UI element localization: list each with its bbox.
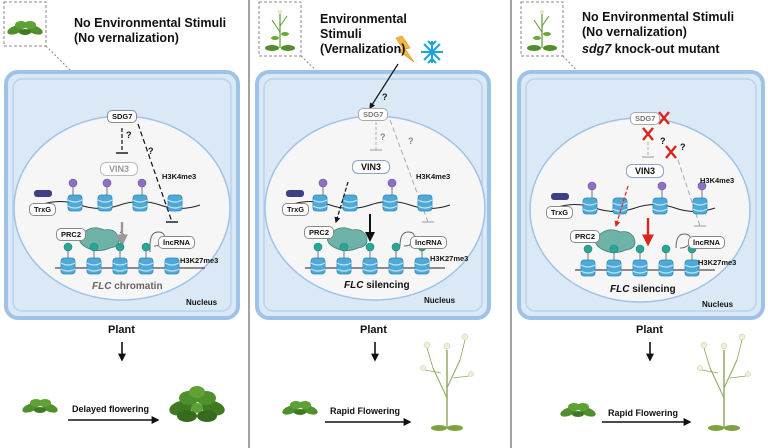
outcome-label: Delayed flowering [72, 404, 150, 414]
panel-3-title-line3: sdg7 knock-out mutant [582, 42, 720, 56]
panel-2-graphics [255, 1, 491, 432]
small-rosette-icon [559, 403, 597, 419]
prc2-label: PRC2 [304, 226, 335, 239]
flc-caption: FLC chromatin [92, 281, 163, 292]
trxg-icon [34, 190, 52, 197]
vin3-label: VIN3 [352, 160, 391, 174]
h3k27me3-label: H3K27me3 [698, 258, 737, 267]
h3k27me3-label: H3K27me3 [430, 254, 469, 263]
question-mark: ? [408, 136, 414, 146]
plant-label: Plant [360, 324, 387, 336]
knockout-x-icon [642, 111, 677, 159]
flc-caption: FLC silencing [344, 280, 410, 291]
panel-3-title-line2: (No vernalization) [582, 25, 687, 39]
panel-1-graphics [3, 1, 240, 424]
vin3-label: VIN3 [626, 164, 665, 178]
plant-label: Plant [636, 324, 663, 336]
h3k27me3-label: H3K27me3 [180, 256, 219, 265]
plant-thumbnail-frame [258, 1, 302, 57]
outcome-label: Rapid Flowering [608, 408, 679, 418]
plant-label: Plant [108, 324, 135, 336]
vin3-label: VIN3 [100, 162, 139, 176]
flowering-plant-icon [696, 333, 752, 432]
outcome-label: Rapid Flowering [330, 406, 401, 416]
small-rosette-icon [281, 401, 319, 417]
lncrna-label: lncRNA [158, 236, 196, 249]
prc2-label: PRC2 [570, 230, 601, 243]
sdg7-label: SDG7 [107, 110, 138, 123]
prc2-icon [327, 227, 368, 251]
sdg7-label: SDG7 [358, 108, 389, 121]
question-mark: ? [148, 146, 154, 156]
question-mark: ? [380, 132, 386, 142]
trxg-icon [286, 190, 304, 197]
flc-caption: FLC silencing [610, 284, 676, 295]
flowering-plant-icon [419, 333, 475, 432]
large-rosette-icon [167, 386, 227, 422]
lightning-icon [395, 35, 415, 63]
bolting-thumbnail-icon [264, 9, 296, 52]
question-mark: ? [126, 130, 132, 140]
h3k4me3-label: H3K4me3 [162, 172, 197, 181]
panel-1-title-line2: (No vernalization) [74, 31, 179, 45]
bolting-thumbnail-icon [526, 9, 558, 52]
sdg7-label: SDG7 [630, 112, 661, 125]
trxg-label: TrxG [29, 203, 57, 216]
small-rosette-icon [21, 399, 59, 415]
trxg-icon [551, 193, 569, 200]
lncrna-label: lncRNA [688, 236, 726, 249]
panel-1-title-line1: No Environmental Stimuli [74, 16, 227, 30]
prc2-icon [595, 229, 636, 253]
trxg-label: TrxG [546, 206, 574, 219]
nucleus-label: Nucleus [424, 296, 456, 305]
panel-2-title-line3: (Vernalization) [320, 42, 406, 56]
question-mark: ? [660, 136, 666, 146]
panel-3-title-line1: No Environmental Stimuli [582, 10, 735, 24]
h3k4me3-label: H3K4me3 [416, 172, 451, 181]
panel-3-graphics [517, 1, 765, 432]
panel-2-title-line1: Environmental [320, 12, 407, 26]
trxg-label: TrxG [282, 203, 310, 216]
question-mark: ? [680, 142, 686, 152]
h3k4me3-label: H3K4me3 [700, 176, 735, 185]
plant-thumbnail-frame [3, 1, 47, 47]
panel-2-title-line2: Stimuli [320, 27, 362, 41]
nucleus-label: Nucleus [186, 298, 218, 307]
question-mark: ? [382, 92, 388, 102]
snowflake-icon [421, 40, 443, 64]
rosette-thumbnail-icon [6, 21, 44, 37]
lncrna-label: lncRNA [410, 236, 448, 249]
nucleus-label: Nucleus [702, 300, 734, 309]
plant-thumbnail-frame [520, 1, 564, 57]
prc2-label: PRC2 [56, 228, 87, 241]
